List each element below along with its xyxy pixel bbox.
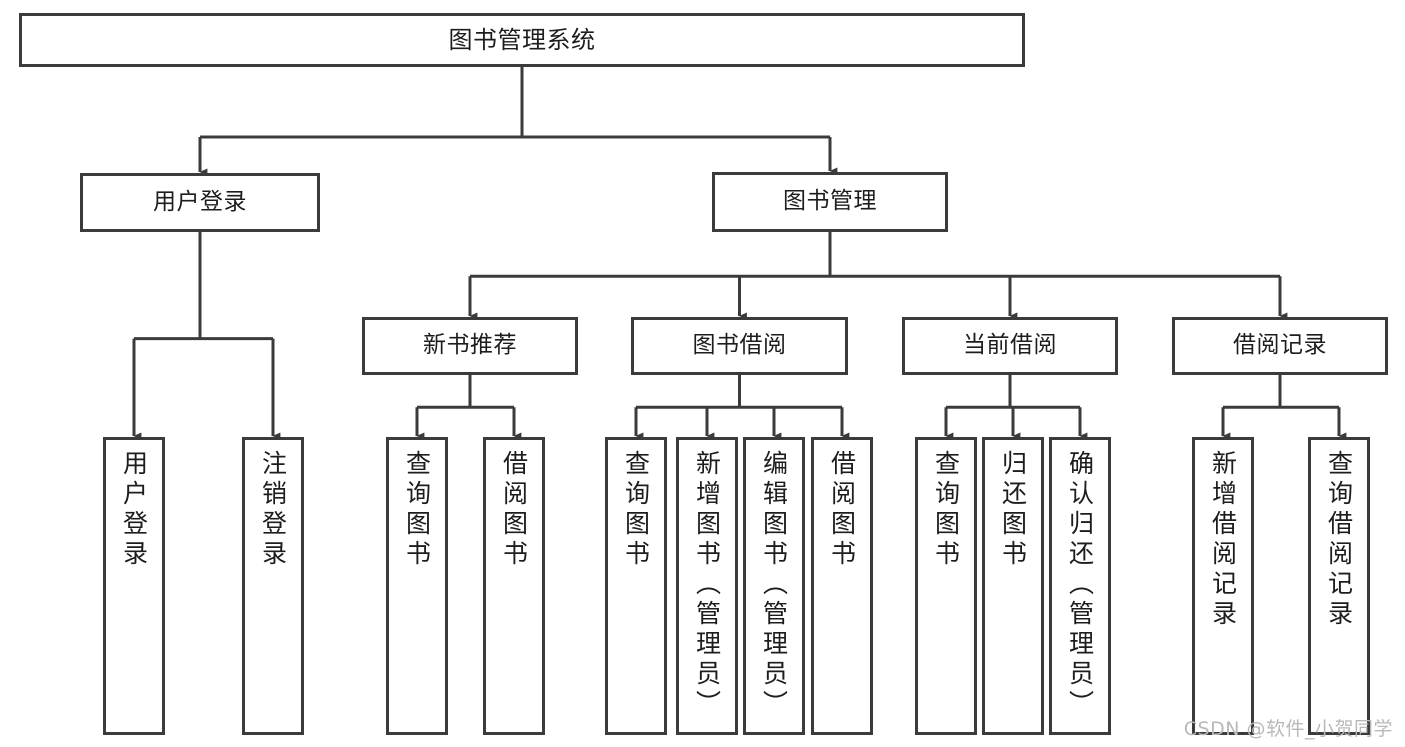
node-label: 借阅记录	[1233, 332, 1327, 359]
node-bookmgmt[interactable]: 图书管理	[712, 172, 948, 232]
node-borrow[interactable]: 图书借阅	[631, 317, 848, 375]
node-label: 归还图书	[998, 450, 1028, 570]
node-label: 查询借阅记录	[1324, 450, 1354, 630]
node-leaf-rec-2[interactable]: 查询借阅记录	[1308, 437, 1370, 735]
node-leaf-cur-2[interactable]: 归还图书	[982, 437, 1044, 735]
node-label: 查询图书	[621, 450, 651, 570]
node-label: 注销登录	[258, 450, 288, 570]
node-label: 借阅图书	[827, 450, 857, 570]
node-label: 查询图书	[931, 450, 961, 570]
watermark: CSDN @软件_小贺同学	[1183, 718, 1393, 740]
node-leaf-cur-3[interactable]: 确认归还（管理员）	[1049, 437, 1111, 735]
node-login[interactable]: 用户登录	[80, 173, 320, 232]
node-label: 新增图书（管理员）	[692, 450, 722, 720]
node-label: 用户登录	[119, 450, 149, 570]
node-label: 图书管理	[783, 188, 877, 215]
node-label: 确认归还（管理员）	[1065, 450, 1095, 720]
node-leaf-borrow-2[interactable]: 新增图书（管理员）	[676, 437, 738, 735]
node-leaf-borrow-3[interactable]: 编辑图书（管理员）	[743, 437, 805, 735]
node-label: 新增借阅记录	[1208, 450, 1238, 630]
node-leaf-borrow-4[interactable]: 借阅图书	[811, 437, 873, 735]
node-newbook[interactable]: 新书推荐	[362, 317, 578, 375]
node-label: 用户登录	[153, 188, 247, 215]
node-label: 图书管理系统	[448, 25, 596, 54]
node-label: 当前借阅	[963, 332, 1057, 359]
node-label: 图书借阅	[692, 332, 787, 359]
node-label: 编辑图书（管理员）	[759, 450, 789, 720]
node-label: 新书推荐	[423, 332, 517, 359]
node-label: 查询图书	[402, 450, 432, 570]
node-leaf-cur-1[interactable]: 查询图书	[915, 437, 977, 735]
node-root[interactable]: 图书管理系统	[19, 13, 1025, 67]
node-leaf-login-2[interactable]: 注销登录	[242, 437, 304, 735]
node-leaf-borrow-1[interactable]: 查询图书	[605, 437, 667, 735]
node-label: 借阅图书	[499, 450, 529, 570]
node-leaf-rec-1[interactable]: 新增借阅记录	[1192, 437, 1254, 735]
node-leaf-new-1[interactable]: 查询图书	[386, 437, 448, 735]
node-leaf-login-1[interactable]: 用户登录	[103, 437, 165, 735]
node-records[interactable]: 借阅记录	[1172, 317, 1388, 375]
node-current[interactable]: 当前借阅	[902, 317, 1118, 375]
node-leaf-new-2[interactable]: 借阅图书	[483, 437, 545, 735]
